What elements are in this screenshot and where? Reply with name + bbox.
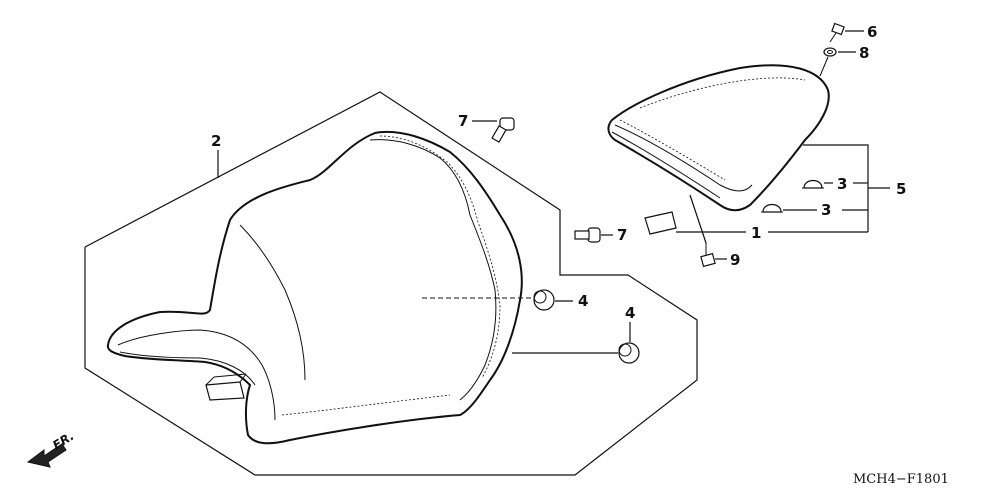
bolt-6-icon[interactable] — [829, 22, 845, 43]
main-seat[interactable] — [106, 130, 523, 445]
rubber-3-upper-icon[interactable] — [802, 179, 824, 189]
callout-7-lower: 7 — [617, 226, 627, 244]
bolt-7-upper-icon[interactable] — [491, 117, 515, 143]
drawing-code: MCH4−F1801 — [853, 472, 949, 487]
cushion-4-lower-icon[interactable] — [618, 342, 640, 364]
callout-6: 6 — [867, 23, 877, 41]
front-direction-arrow-icon: FR. — [26, 429, 76, 468]
callout-5: 5 — [896, 180, 906, 198]
pad-block-icon[interactable] — [644, 211, 677, 235]
callout-3-upper: 3 — [837, 175, 847, 193]
callout-7-upper: 7 — [458, 112, 468, 130]
callout-2: 2 — [211, 132, 221, 150]
callout-8: 8 — [859, 44, 869, 62]
callout-4-lower: 4 — [625, 304, 635, 322]
bolt-9-icon[interactable] — [700, 242, 716, 268]
callout-4-mid: 4 — [578, 292, 588, 310]
assembly-boundary — [84, 91, 698, 476]
seat-tab — [205, 381, 245, 401]
leader-lines — [217, 30, 890, 354]
callout-9: 9 — [730, 251, 740, 269]
cushion-4-mid-icon[interactable] — [533, 289, 555, 311]
bolt-7-lower-icon[interactable] — [574, 227, 601, 243]
rubber-3-lower-icon[interactable] — [761, 203, 783, 213]
washer-8-icon[interactable] — [823, 47, 837, 57]
callout-3-lower: 3 — [821, 201, 831, 219]
callout-1: 1 — [751, 224, 761, 242]
rear-seat[interactable] — [607, 64, 830, 212]
